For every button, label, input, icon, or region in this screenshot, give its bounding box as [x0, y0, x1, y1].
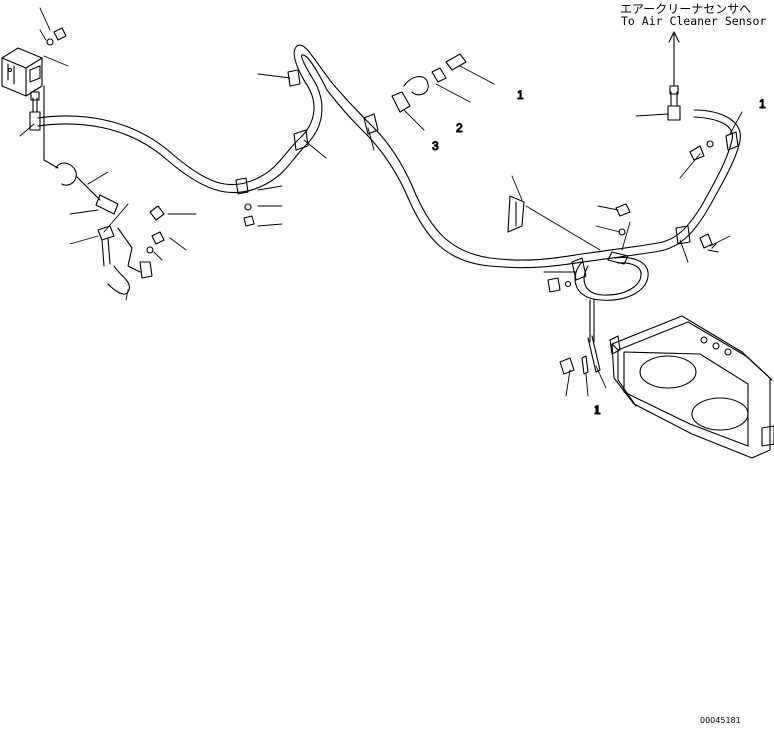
- callout-number: 3: [432, 139, 439, 153]
- callout-numbers: 1 1 2 3 1: [431, 87, 766, 417]
- sensor-cable: [43, 85, 119, 215]
- clamp-left-mid: [235, 177, 255, 227]
- callout-number: 1: [594, 403, 601, 417]
- bolt-top-left: [46, 27, 67, 46]
- hose-line: [37, 44, 741, 269]
- destination-note-jp: エアークリーナセンサへ: [620, 2, 752, 16]
- left-fitting: [29, 91, 41, 131]
- right-fitting: [667, 85, 681, 121]
- arrow-to-sensor: [668, 31, 680, 87]
- clamp-upper-left: [287, 69, 301, 87]
- switch-assembly: [97, 225, 153, 295]
- mounting-plate: [609, 315, 774, 459]
- callout-number: 1: [517, 88, 524, 102]
- drawing-number: 00045181: [700, 716, 741, 725]
- leader-lines: [19, 7, 743, 415]
- callout-number: 2: [456, 121, 463, 135]
- bracket-center: [507, 195, 525, 233]
- tie-strap: [559, 299, 601, 375]
- clamp-center: [363, 113, 379, 135]
- hose-loop: [574, 256, 649, 301]
- destination-note-en: To Air Cleaner Sensor: [621, 14, 767, 28]
- bolts-left: [146, 205, 165, 254]
- clamp-loop: [547, 257, 587, 293]
- clamp-mid-left: [293, 129, 309, 151]
- clamp-right: [675, 131, 739, 253]
- sensor-box: [1, 47, 43, 97]
- clamp-parts: [391, 53, 467, 113]
- callout-number: 1: [759, 97, 766, 111]
